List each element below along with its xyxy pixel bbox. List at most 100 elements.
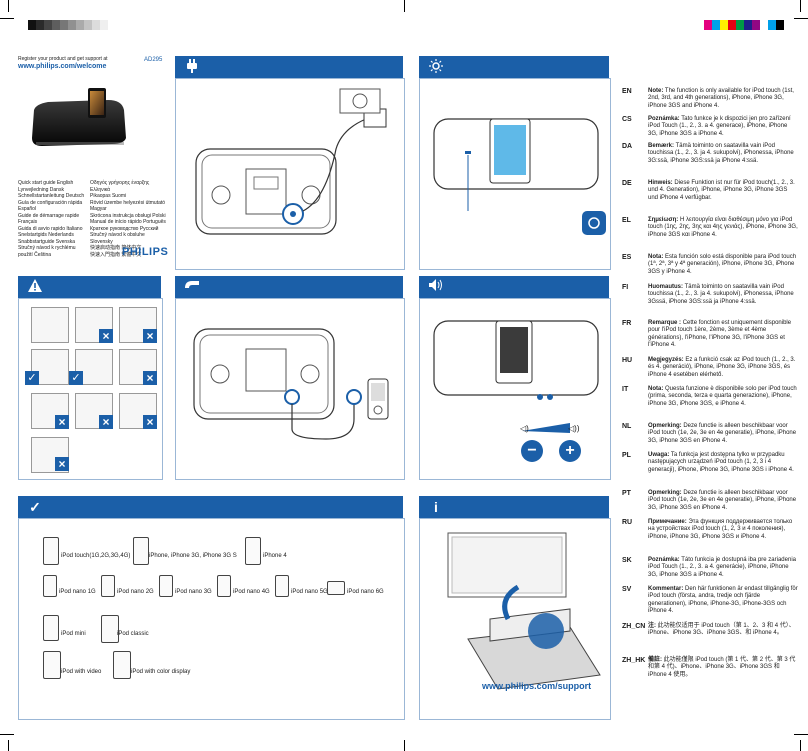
nano2-label: iPod nano 2G <box>117 589 154 595</box>
note-text: Questa funzione è disponibile solo per i… <box>648 386 797 407</box>
classic-label: iPod classic <box>117 631 149 637</box>
note-label: Poznámka: <box>648 557 680 563</box>
manual-reading-image <box>31 307 69 343</box>
language-code: FI <box>622 284 629 291</box>
compatible-panel: iPod touch(1G,2G,3G,4G) iPhone, iPhone 3… <box>18 518 405 720</box>
register-line: Register your product and get support at <box>18 56 108 62</box>
ipod-mini-device <box>43 615 59 641</box>
close-icon: × <box>55 415 69 429</box>
note-label: Remarque : <box>648 320 682 326</box>
language-note: Remarque : Cette fonction est uniquement… <box>648 320 798 349</box>
nano3-label: iPod nano 3G <box>175 589 212 595</box>
close-icon: × <box>143 415 157 429</box>
crop-mark <box>794 18 808 19</box>
support-url[interactable]: www.philips.com/support <box>482 681 592 691</box>
quick-start-item: Guía de configuración rápida Español <box>18 199 83 213</box>
light-panel <box>419 78 611 270</box>
language-note: 注: 此功能仅适用于 iPod touch（第 1、2、3 和 4 代）、iPh… <box>648 623 798 638</box>
volume-down-icon: ◁) <box>520 424 529 433</box>
note-text: Ta funkcja jest dostępna tylko w przypad… <box>648 452 794 473</box>
color-registration-bar <box>704 20 784 30</box>
language-note: Opmerking: Deze functie is alleen beschi… <box>648 423 798 445</box>
language-note: Примечание: Эта функция поддерживается т… <box>648 519 798 541</box>
ipod-touch-device <box>43 537 59 565</box>
quick-start-item: Stručný návod k obsluhe Slovensky <box>90 232 145 245</box>
language-code: FR <box>622 320 632 327</box>
iphone-device <box>133 537 149 565</box>
volume-plus-button[interactable]: + <box>559 440 581 462</box>
close-icon: × <box>143 329 157 343</box>
ipod-touch-label: iPod touch(1G,2G,3G,4G) <box>61 553 131 559</box>
language-note: Kommentar: Den här funktionen är endast … <box>648 586 798 615</box>
close-icon: × <box>99 329 113 343</box>
light-illustration <box>433 118 606 235</box>
quick-start-item: 快速启动指南 简体中文 <box>90 245 142 251</box>
iphone4-label: iPhone 4 <box>263 553 287 559</box>
note-label: Kommentar: <box>648 586 684 592</box>
language-note: Bemærk: Tämä toiminto on saatavilla vain… <box>648 143 798 165</box>
dock-connect-icon <box>181 278 203 296</box>
language-note: Poznámka: Táto funkcia je dostupná iba p… <box>648 557 798 579</box>
quick-start-item: Guida di avvio rapido Italiano <box>18 225 83 232</box>
language-code: PL <box>622 452 631 459</box>
warning-section-header <box>18 276 161 298</box>
ipod-color-device <box>113 651 131 679</box>
language-code: SK <box>622 557 632 564</box>
language-code: ZH_HK <box>622 657 646 664</box>
note-text: Tato funkce je k dispozici jen pro zaříz… <box>648 116 791 137</box>
volume-minus-button[interactable]: − <box>521 440 543 462</box>
laptop-illustration <box>447 532 601 690</box>
mini-label: iPod mini <box>61 631 86 637</box>
ipod-nano3-device <box>159 575 173 597</box>
language-code: CS <box>622 116 632 123</box>
quick-start-list-1: Quick start guide English Lynvejledning … <box>18 180 88 258</box>
grayscale-registration-bar <box>28 20 116 30</box>
note-label: Σημείωση: <box>648 217 679 223</box>
no-heater-image <box>75 393 113 429</box>
crop-mark <box>800 740 801 751</box>
crop-mark <box>794 734 808 735</box>
note-label: Примечание: <box>648 519 687 525</box>
volume-up-icon: ◁)) <box>568 424 580 433</box>
quick-start-item: Skrócona instrukcja obsługi Polski <box>90 212 166 219</box>
quick-start-item: Lynvejledning Dansk <box>18 186 64 193</box>
language-note: Hinweis: Diese Funktion ist nur für iPod… <box>648 180 798 202</box>
nano1-label: iPod nano 1G <box>59 589 96 595</box>
warning-panel: × × ✓ ✓ × × × × × <box>18 298 163 480</box>
language-code: ES <box>622 254 632 261</box>
warning-icon <box>24 278 46 296</box>
connect-illustration <box>193 328 389 440</box>
nano6-label: iPod nano 6G <box>347 589 384 595</box>
power-section-header <box>175 56 403 78</box>
checkmark-icon: ✓ <box>29 499 41 515</box>
quick-start-item: Rövid üzembe helyezési útmutató Magyar <box>90 199 166 213</box>
register-url[interactable]: www.philips.com/welcome <box>18 63 107 70</box>
note-text: The function is only available for iPod … <box>648 88 794 109</box>
quick-start-item: Краткое руководство Русский <box>90 225 159 232</box>
info-section-header: i <box>419 496 609 518</box>
quick-start-item: Snabbstartguide Svenska <box>18 238 75 245</box>
language-code: NL <box>622 423 632 430</box>
note-text: 此功能僅限 iPod touch (第 1 代、第 2 代、第 3 代和第 4 … <box>648 657 796 678</box>
checkmark-icon: ✓ <box>69 371 83 385</box>
note-label: 注: <box>648 623 656 629</box>
language-code: ZH_CN <box>622 623 646 630</box>
language-note: Opmerking: Deze functie is alleen beschi… <box>648 490 798 512</box>
note-label: Hinweis: <box>648 180 673 186</box>
language-code: RU <box>622 519 633 526</box>
volume-section-header <box>419 276 609 298</box>
language-note: Nota: Questa funzione è disponibile solo… <box>648 386 798 408</box>
nano5-label: iPod nano 5G <box>291 589 328 595</box>
close-icon: × <box>143 371 157 385</box>
note-label: Huomautus: <box>648 284 683 290</box>
quick-start-item: Guide de démarrage rapide Français <box>18 212 80 226</box>
note-label: Bemærk: <box>648 143 675 149</box>
note-text: Táto funkcia je dostupná iba pre zariade… <box>648 557 796 578</box>
crop-mark <box>404 0 405 12</box>
quick-start-item: Stručný návod k rychlému použití Čeština <box>18 245 76 258</box>
language-note: Poznámka: Tato funkce je k dispozici jen… <box>648 116 798 138</box>
power-illustration <box>195 88 387 235</box>
note-text: Η λειτουργία είναι διαθέσιμη μόνο για iP… <box>648 217 798 238</box>
language-code: EL <box>622 217 631 224</box>
note-text: Esta función solo está disponible para i… <box>648 254 797 275</box>
